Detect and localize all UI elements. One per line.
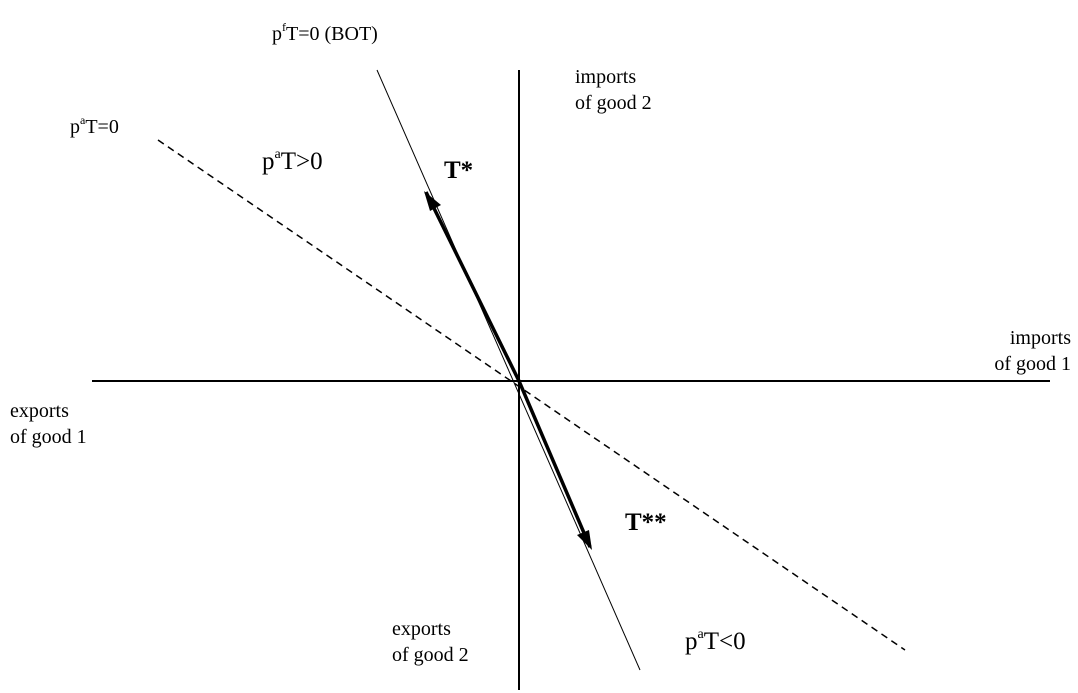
t-star-label: T* (444, 157, 474, 184)
t-star-arrowhead (424, 191, 441, 211)
pos-suffix: T>0 (280, 148, 323, 175)
autarky-suffix: T=0 (85, 116, 119, 138)
imports-good2-line2: of good 2 (575, 92, 652, 114)
t-double-star-arrowhead (577, 530, 592, 550)
autarky-prefix: p (70, 116, 80, 138)
bot-sup: f (282, 20, 286, 34)
autarky-price-line (157, 139, 906, 651)
imports-good1-label: imports of good 1 (968, 325, 1071, 377)
exports-good2-line1: exports (392, 618, 451, 640)
exports-good1-label: exports of good 1 (10, 398, 87, 450)
imports-good2-line1: imports (575, 66, 637, 88)
imports-good2-label: imports of good 2 (575, 64, 652, 116)
exports-good2-line2: of good 2 (392, 644, 469, 666)
t-double-star-label: T** (625, 509, 667, 536)
pos-sup: a (274, 147, 281, 162)
neg-sup: a (697, 627, 704, 642)
bot-line-label: pfT=0 (BOT) (272, 14, 378, 47)
autarky-sup: a (80, 113, 86, 127)
pos-prefix: p (262, 148, 275, 175)
bot-line (376, 69, 641, 671)
imports-good1-line1: imports (1009, 327, 1071, 349)
neg-prefix: p (685, 628, 698, 655)
bot-prefix: p (272, 23, 282, 45)
t-double-star-vector (517, 380, 592, 548)
exports-good1-line1: exports (10, 400, 69, 422)
neg-suffix: T<0 (703, 628, 746, 655)
t-star-vector (424, 191, 521, 382)
autarky-line-label: paT=0 (70, 107, 119, 140)
exports-good2-label: exports of good 2 (392, 616, 469, 668)
region-negative-label: paT<0 (685, 620, 746, 657)
exports-good1-line2: of good 1 (10, 426, 87, 448)
bot-suffix: T=0 (BOT) (286, 23, 378, 45)
region-positive-label: paT>0 (262, 140, 323, 177)
imports-good1-line2: of good 1 (994, 353, 1071, 375)
